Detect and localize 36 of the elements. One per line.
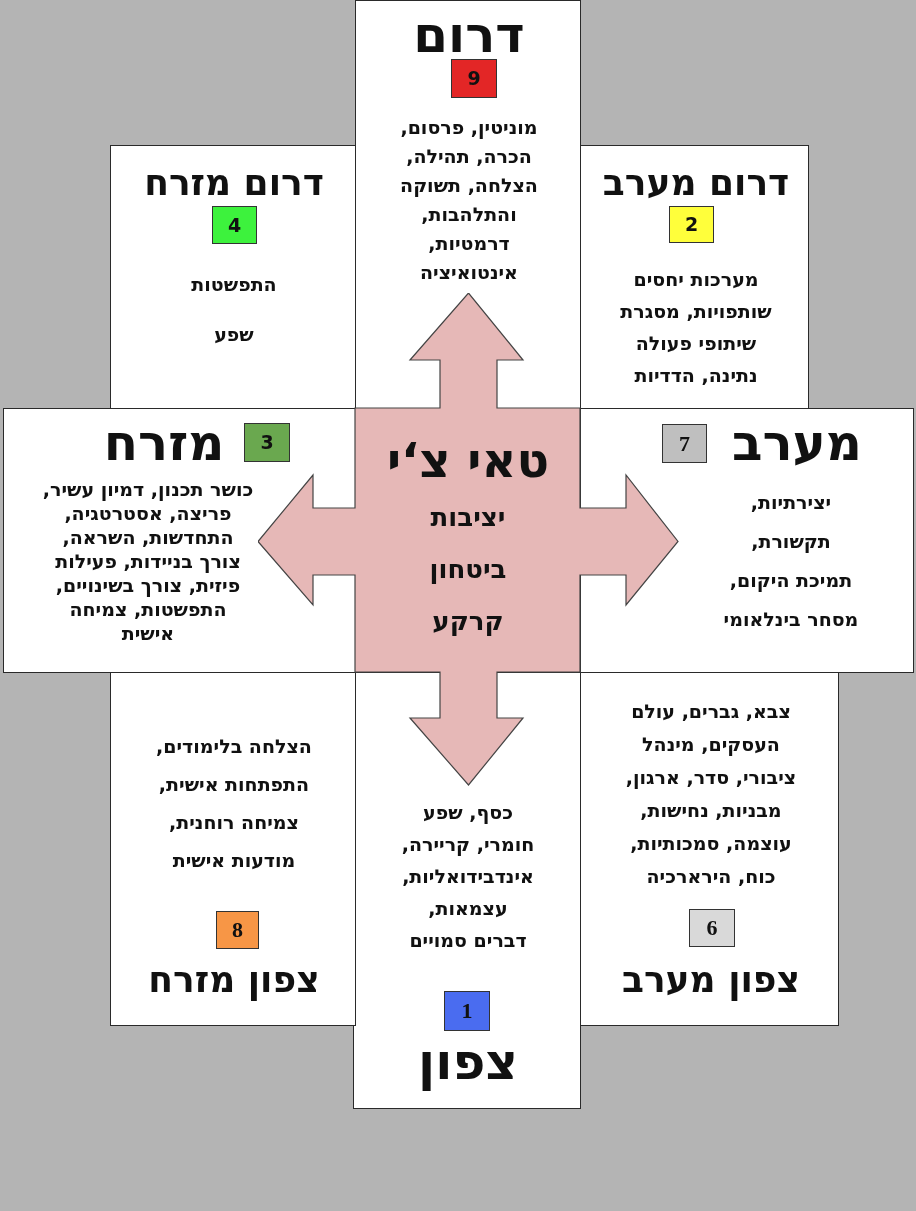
number-tile: 1	[444, 991, 490, 1031]
direction-panel	[110, 672, 356, 1026]
direction-panel	[580, 672, 839, 1026]
direction-heading: מזרח	[103, 415, 225, 471]
number-tile: 3	[244, 423, 290, 462]
keyword-list: יצירתיות, תקשורת, תמיכת היקום, מסחר בינלאומי	[722, 483, 860, 639]
keyword: יציבות	[430, 501, 506, 534]
number-tile: 7	[662, 424, 707, 463]
keyword-list: הצלחה בלימודים, התפתחות אישית, צמיחה רוחנית, מודעות אישית	[151, 727, 317, 879]
keyword-list: מערכות יחסים שותפויות, מסגרת שיתופי פעולה נתינה, הדדיות	[616, 263, 776, 391]
direction-panel	[3, 408, 356, 673]
keyword: ביטחון	[429, 553, 507, 586]
keyword-list: צבא, גברים, עולם העסקים, מינהל ציבורי, סדר, ארגון, מבניות, נחישות, עוצמה, סמכותיות, כוח, הירארכיה	[623, 695, 799, 893]
direction-panel	[110, 145, 356, 409]
number-tile: 4	[212, 206, 257, 244]
number-tile: 6	[689, 909, 735, 947]
direction-heading: צפון	[418, 1032, 518, 1093]
direction-panel	[353, 672, 581, 1109]
direction-heading: מערב	[731, 415, 863, 471]
direction-panel	[355, 0, 581, 409]
keyword: קרקע	[432, 605, 504, 638]
direction-heading: צפון מזרח	[148, 958, 320, 1003]
keyword-list: מוניטין, פרסום, הכרה, תהילה, הצלחה, תשוקה והתלהבות, דרמטיות, אינטואיציה	[394, 113, 544, 287]
keyword: שפע	[214, 322, 254, 347]
keyword-list: כסף, שפע חומרי, קריירה, אינדבידואליות, עצמאות, דברים סמויים	[401, 796, 535, 956]
keyword: התפשטות	[191, 272, 277, 297]
direction-heading: דרום מערב	[602, 161, 790, 205]
direction-panel	[580, 408, 914, 673]
direction-panel	[580, 145, 809, 409]
number-tile: 9	[451, 59, 497, 98]
center-title: טאי צ‘י	[386, 432, 550, 488]
direction-heading: צפון מערב	[621, 958, 801, 1003]
number-tile: 2	[669, 206, 714, 243]
direction-heading: דרום מזרח	[144, 161, 324, 205]
keyword-list: כושר תכנון, דמיון עשיר, פריצה, אסטרטגיה, התחדשות, השראה, צורך בניידות, פעילות פיזית, צורך בשינויים, התפשטות, צמיחה אישית	[40, 477, 256, 645]
number-tile: 8	[216, 911, 259, 949]
